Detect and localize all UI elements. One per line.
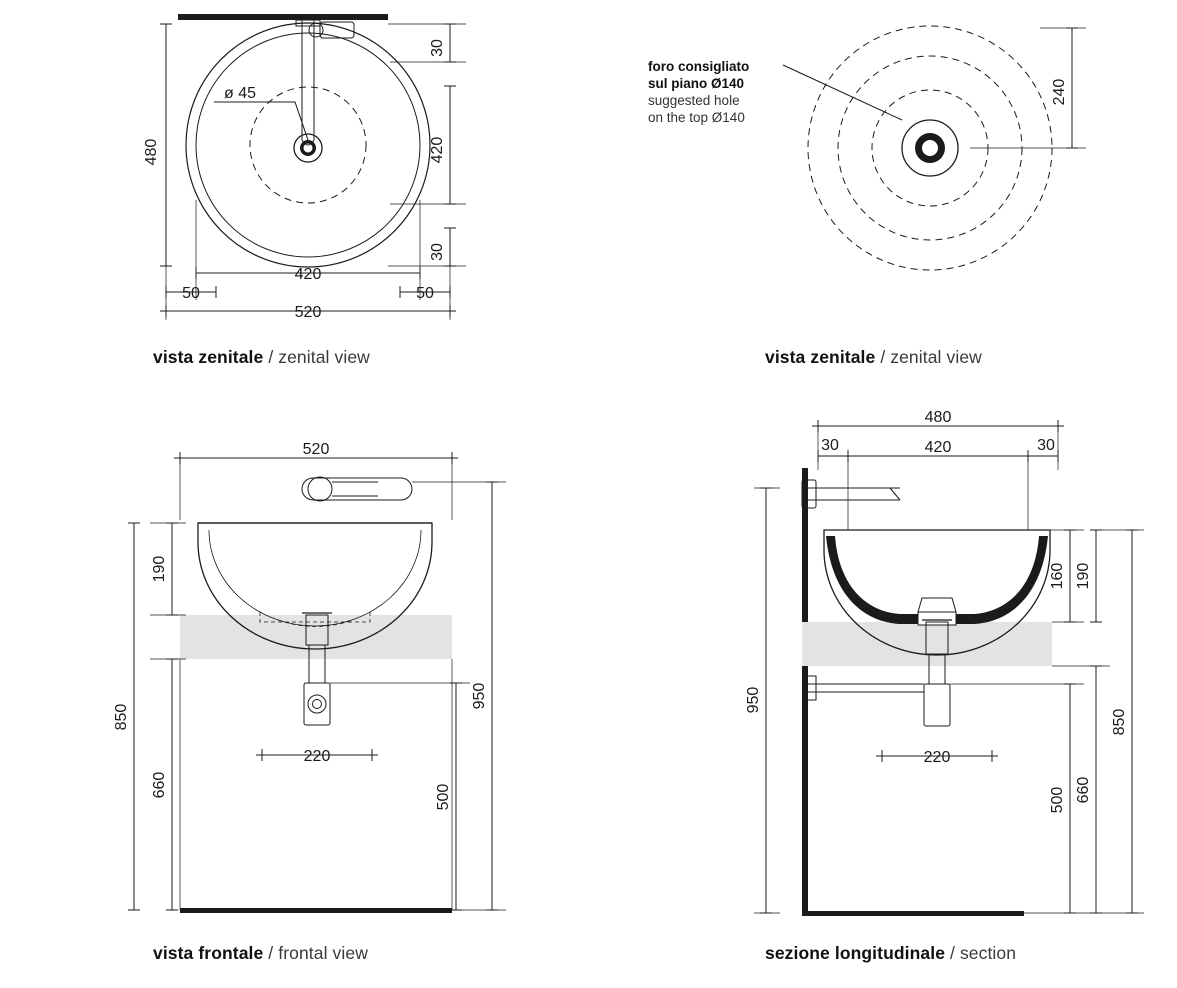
dim-420-top: 420 (925, 439, 952, 456)
bottom-right-section-view: 480 30 420 30 160 190 850 660 500 950 22… (745, 409, 1144, 916)
dim-500: 500 (435, 784, 452, 811)
dim-660: 660 (1075, 777, 1092, 804)
caption-bottom-left: vista frontale / frontal view (153, 943, 368, 964)
caption-bottom-right-en: section (959, 943, 1017, 963)
wall-bar (178, 14, 388, 20)
note-line-4: on the top Ø140 (648, 110, 745, 125)
caption-top-left-sep: / (268, 347, 274, 367)
dim-220: 220 (924, 749, 951, 766)
caption-top-right-it: vista zenitale (765, 347, 876, 367)
dim-520-top: 520 (303, 441, 330, 458)
suggested-hole-note: foro consigliato sul piano Ø140 suggeste… (648, 58, 749, 126)
caption-top-left: vista zenitale / zenital view (153, 347, 370, 368)
top-left-zenital-view: 480 30 420 30 420 50 50 520 ø 45 (143, 14, 466, 321)
note-line-3: suggested hole (648, 93, 740, 108)
caption-top-left-it: vista zenitale (153, 347, 264, 367)
caption-bottom-left-sep: / (268, 943, 274, 963)
caption-top-right-sep: / (880, 347, 886, 367)
caption-bottom-right-it: sezione longitudinale (765, 943, 946, 963)
caption-bottom-right-sep: / (950, 943, 955, 963)
dim-950: 950 (471, 683, 488, 710)
dim-190: 190 (1075, 563, 1092, 590)
caption-top-right: vista zenitale / zenital view (765, 347, 982, 368)
dim-190: 190 (151, 556, 168, 583)
dim-240: 240 (1051, 79, 1068, 106)
caption-top-right-en: zenital view (890, 347, 982, 367)
dim-850: 850 (1111, 709, 1128, 736)
dim-30-top: 30 (429, 39, 446, 57)
dim-420-right: 420 (429, 137, 446, 164)
dim-850: 850 (113, 704, 130, 731)
dim-520-bottom: 520 (295, 304, 322, 321)
floor-line (180, 908, 452, 913)
dim-160: 160 (1049, 563, 1066, 590)
dim-480-top: 480 (925, 409, 952, 426)
wall (802, 468, 808, 916)
note-line-1: foro consigliato (648, 59, 750, 74)
note-line-2: sul piano Ø140 (648, 76, 745, 91)
caption-bottom-left-it: vista frontale (153, 943, 264, 963)
caption-top-left-en: zenital view (278, 347, 370, 367)
dim-hole-45: ø 45 (224, 85, 256, 102)
dim-950: 950 (745, 687, 762, 714)
top-right-zenital-view: 240 (782, 25, 1086, 271)
dim-50-left: 50 (182, 285, 200, 302)
floor-line (802, 911, 1024, 916)
dim-660: 660 (151, 772, 168, 799)
dim-420-bottom: 420 (295, 266, 322, 283)
counter-slab (180, 615, 452, 659)
caption-bottom-right: sezione longitudinale / section (765, 943, 1016, 964)
dim-220: 220 (304, 748, 331, 765)
caption-bottom-left-en: frontal view (278, 943, 368, 963)
bottom-left-frontal-view: 520 190 850 660 950 500 220 (113, 441, 506, 913)
dim-30-right: 30 (1037, 437, 1055, 454)
dim-30-bottom: 30 (429, 243, 446, 261)
dim-500: 500 (1049, 787, 1066, 814)
dim-30-left: 30 (821, 437, 839, 454)
dim-50-right: 50 (416, 285, 434, 302)
dim-480: 480 (143, 139, 160, 166)
counter-slab (802, 622, 1052, 666)
